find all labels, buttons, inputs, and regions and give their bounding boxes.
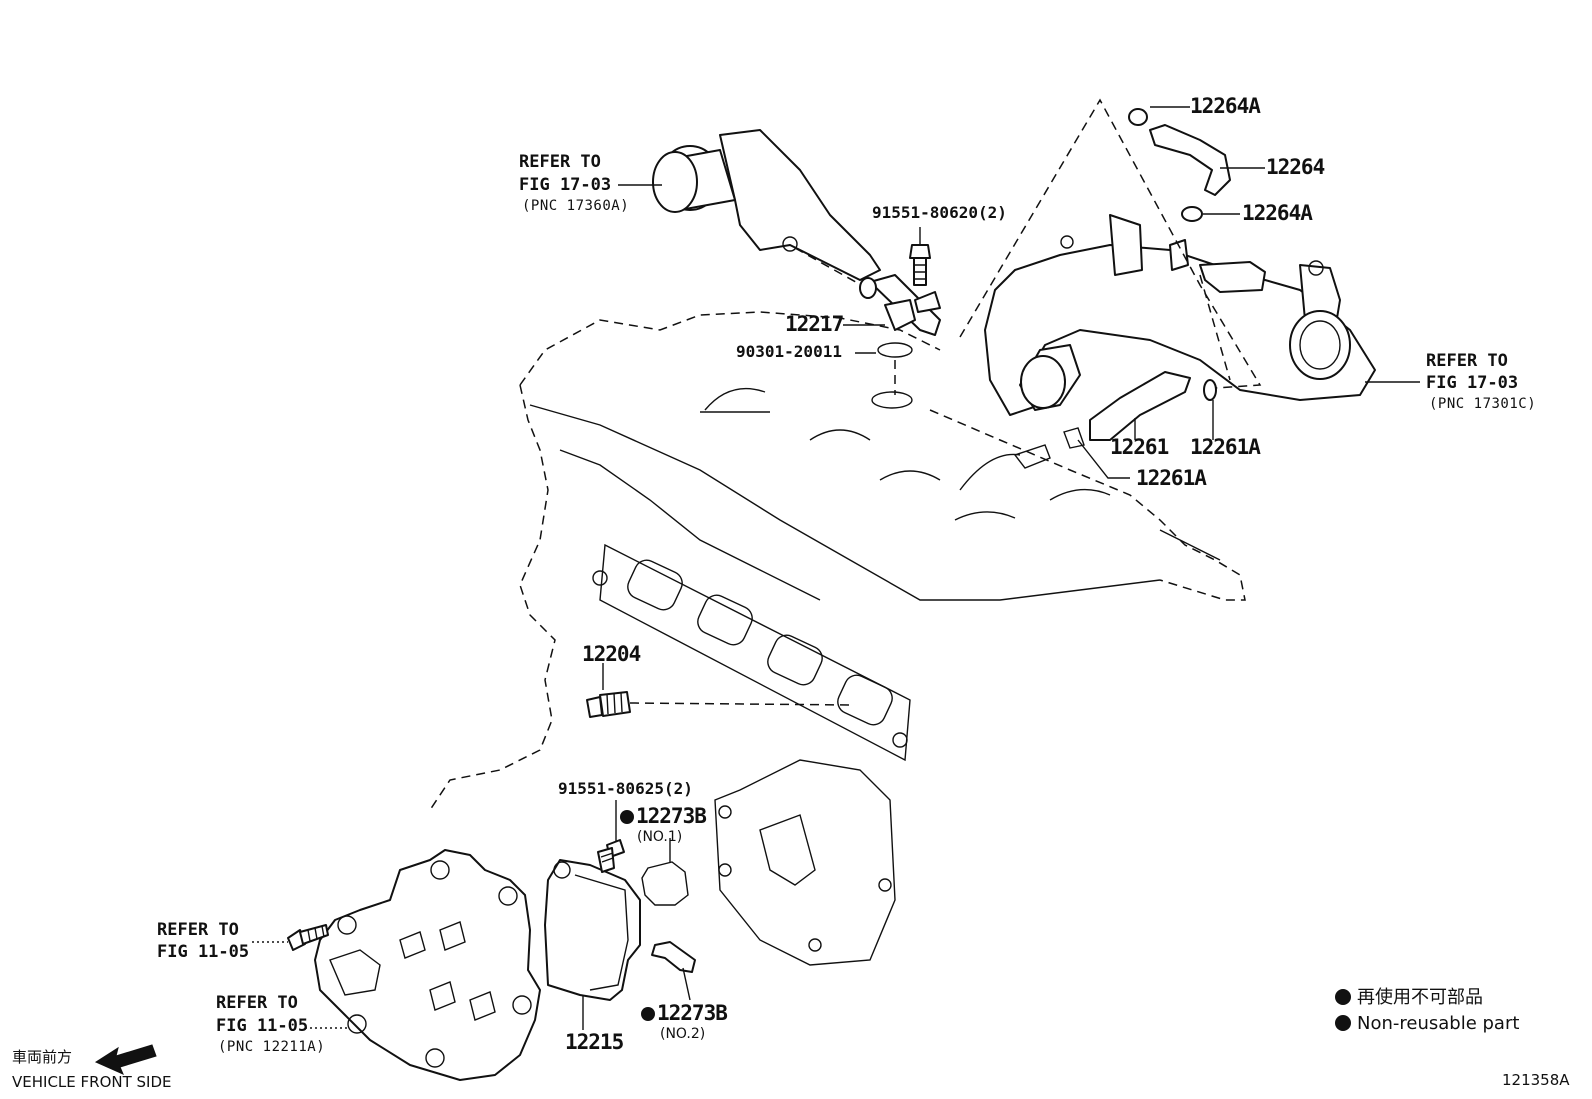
label-90301-20011: 90301-20011 (736, 342, 842, 361)
bolt-91551-80625 (597, 839, 625, 873)
non-reusable-bullet-icon (641, 1007, 655, 1021)
refer-4-line2: FIG 11-05 (216, 1016, 309, 1036)
refer-3-line1: REFER TO (157, 920, 239, 940)
legend-english-text: Non-reusable part (1357, 1013, 1520, 1034)
label-12273B-no2-text: 12273B (657, 1001, 728, 1025)
legend-japanese-text: 再使用不可部品 (1357, 987, 1483, 1008)
cover-12215 (544, 859, 641, 1001)
refer-4-line3: (PNC 12211A) (218, 1039, 326, 1055)
bolt-left (287, 924, 329, 951)
label-12261A-low: 12261A (1136, 466, 1207, 490)
label-91551-80620: 91551-80620(2) (872, 203, 1007, 222)
bolt-91551-80620 (909, 244, 931, 286)
leader-lines (252, 106, 1420, 1030)
refer-3-line2: FIG 11-05 (157, 942, 250, 962)
water-inlet-assembly (959, 98, 1376, 449)
label-12204: 12204 (582, 642, 641, 666)
label-12273B-no1: 12273B (620, 804, 707, 828)
engine-block-outline (429, 311, 1246, 811)
label-91551-80625: 91551-80625(2) (558, 779, 693, 798)
sensor-12204 (586, 691, 856, 718)
label-12264A-top: 12264A (1190, 94, 1261, 118)
label-12264: 12264 (1266, 155, 1325, 179)
front-english: VEHICLE FRONT SIDE (12, 1073, 172, 1091)
manifold-gasket (592, 543, 911, 966)
label-12264A-mid: 12264A (1242, 201, 1313, 225)
non-reusable-bullet-icon (1335, 989, 1351, 1005)
label-12217: 12217 (785, 312, 844, 336)
label-12261A-right: 12261A (1190, 435, 1261, 459)
label-no1: (NO.1) (637, 829, 683, 845)
pipe-12217 (859, 274, 941, 336)
non-reusable-bullet-icon (1335, 1015, 1351, 1031)
refer-1-line1: REFER TO (519, 152, 601, 172)
label-12273B-no1-text: 12273B (636, 804, 707, 828)
non-reusable-bullet-icon (620, 810, 634, 824)
refer-2-line2: FIG 17-03 (1426, 373, 1519, 393)
label-12273B-no2: 12273B (641, 1001, 728, 1025)
refer-1-line3: (PNC 17360A) (522, 198, 630, 214)
cam-cover-12211A (314, 849, 541, 1081)
legend-english: Non-reusable part (1335, 1015, 1519, 1033)
refer-2-line1: REFER TO (1426, 351, 1508, 371)
figure-id: 121358A (1502, 1071, 1570, 1089)
gasket-12273B-no2 (651, 941, 696, 973)
gasket-12273B-no1 (641, 861, 689, 906)
gasket-90301-20011 (877, 342, 913, 358)
legend-japanese: 再使用不可部品 (1335, 989, 1483, 1007)
label-no2: (NO.2) (660, 1026, 706, 1042)
water-outlet-housing (652, 129, 881, 291)
label-12215: 12215 (565, 1030, 624, 1054)
label-12261: 12261 (1110, 435, 1169, 459)
refer-1-line2: FIG 17-03 (519, 175, 612, 195)
front-arrow-icon (94, 1044, 157, 1075)
front-japanese: 車両前方 (12, 1048, 73, 1066)
refer-4-line1: REFER TO (216, 993, 298, 1013)
refer-2-line3: (PNC 17301C) (1429, 396, 1537, 412)
